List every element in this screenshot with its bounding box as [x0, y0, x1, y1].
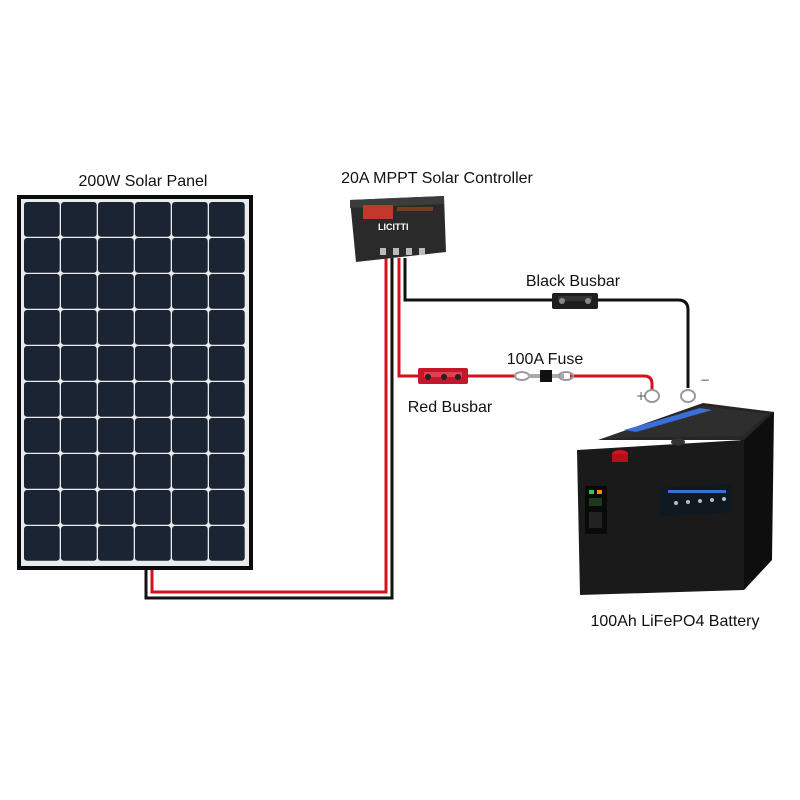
- battery-accent-stripe: [624, 408, 712, 432]
- solar-cell: [24, 274, 60, 309]
- solar-cell: [61, 202, 97, 237]
- solar-cell: [61, 346, 97, 381]
- red-busbar-label: Red Busbar: [408, 399, 493, 416]
- solar-cell: [135, 454, 171, 489]
- solar-cell: [135, 346, 171, 381]
- solar-cell: [135, 418, 171, 453]
- solar-cell: [172, 490, 208, 525]
- solar-cell: [209, 310, 245, 345]
- solar-cell: [61, 418, 97, 453]
- solar-cell: [98, 310, 134, 345]
- solar-panel: [17, 195, 253, 570]
- solar-cell: [135, 490, 171, 525]
- solar-cell: [24, 418, 60, 453]
- solar-cell: [98, 490, 134, 525]
- solar-cell: [172, 382, 208, 417]
- solar-cell: [98, 382, 134, 417]
- solar-cell: [209, 526, 245, 561]
- solar-cell: [209, 382, 245, 417]
- solar-cell: [172, 238, 208, 273]
- solar-cell: [135, 238, 171, 273]
- solar-cell: [135, 382, 171, 417]
- solar-cell: [98, 274, 134, 309]
- solar-cell: [172, 310, 208, 345]
- solar-cell: [172, 274, 208, 309]
- inline-fuse: [514, 370, 574, 382]
- solar-cell: [24, 526, 60, 561]
- solar-cell: [209, 418, 245, 453]
- solar-cell: [172, 526, 208, 561]
- panel-negative-wire: [144, 258, 394, 600]
- ring-terminals: + −: [636, 373, 710, 403]
- solar-cell: [98, 238, 134, 273]
- solar-cell: [135, 202, 171, 237]
- controller-display: [363, 205, 393, 219]
- wiring: [144, 258, 690, 600]
- negative-ring-terminal: [680, 389, 696, 403]
- battery-display: [660, 484, 732, 516]
- solar-cell: [172, 454, 208, 489]
- solar-cell: [209, 454, 245, 489]
- battery-negative-wire: [403, 258, 690, 388]
- solar-cell: [172, 202, 208, 237]
- solar-cell: [135, 274, 171, 309]
- solar-cell: [209, 346, 245, 381]
- solar-cell: [24, 490, 60, 525]
- battery-label: 100Ah LiFePO4 Battery: [591, 613, 760, 630]
- solar-panel-label: 200W Solar Panel: [79, 173, 208, 190]
- battery: [577, 403, 774, 595]
- solar-cell: [61, 526, 97, 561]
- solar-panel-cells: [24, 202, 245, 561]
- labels: 200W Solar Panel 20A MPPT Solar Controll…: [79, 170, 760, 630]
- negative-sign: −: [700, 373, 710, 387]
- solar-cell: [24, 382, 60, 417]
- solar-cell: [209, 274, 245, 309]
- positive-ring-terminal: [644, 389, 660, 403]
- solar-cell: [24, 238, 60, 273]
- solar-cell: [209, 238, 245, 273]
- mppt-controller: LICITTI: [350, 196, 446, 262]
- solar-cell: [61, 238, 97, 273]
- positive-sign: +: [636, 389, 646, 403]
- solar-cell: [172, 418, 208, 453]
- solar-cell: [98, 418, 134, 453]
- black-busbar: [552, 293, 598, 309]
- solar-cell: [135, 526, 171, 561]
- solar-cell: [209, 202, 245, 237]
- solar-cell: [61, 274, 97, 309]
- black-busbar-label: Black Busbar: [526, 273, 621, 290]
- solar-cell: [61, 382, 97, 417]
- solar-cell: [24, 454, 60, 489]
- solar-cell: [61, 490, 97, 525]
- solar-cell: [24, 346, 60, 381]
- red-busbar: [418, 368, 468, 384]
- controller-brand: LICITTI: [378, 222, 409, 232]
- solar-cell: [98, 202, 134, 237]
- fuse-label: 100A Fuse: [507, 351, 584, 368]
- solar-cell: [61, 310, 97, 345]
- solar-cell: [24, 202, 60, 237]
- solar-cell: [24, 310, 60, 345]
- solar-cell: [98, 454, 134, 489]
- solar-cell: [172, 346, 208, 381]
- battery-negative-terminal: [671, 438, 685, 446]
- solar-cell: [98, 526, 134, 561]
- solar-cell: [209, 490, 245, 525]
- solar-cell: [135, 310, 171, 345]
- solar-cell: [61, 454, 97, 489]
- battery-positive-wire: [397, 258, 654, 390]
- panel-positive-wire: [150, 258, 388, 594]
- controller-label: 20A MPPT Solar Controller: [341, 170, 533, 187]
- solar-cell: [98, 346, 134, 381]
